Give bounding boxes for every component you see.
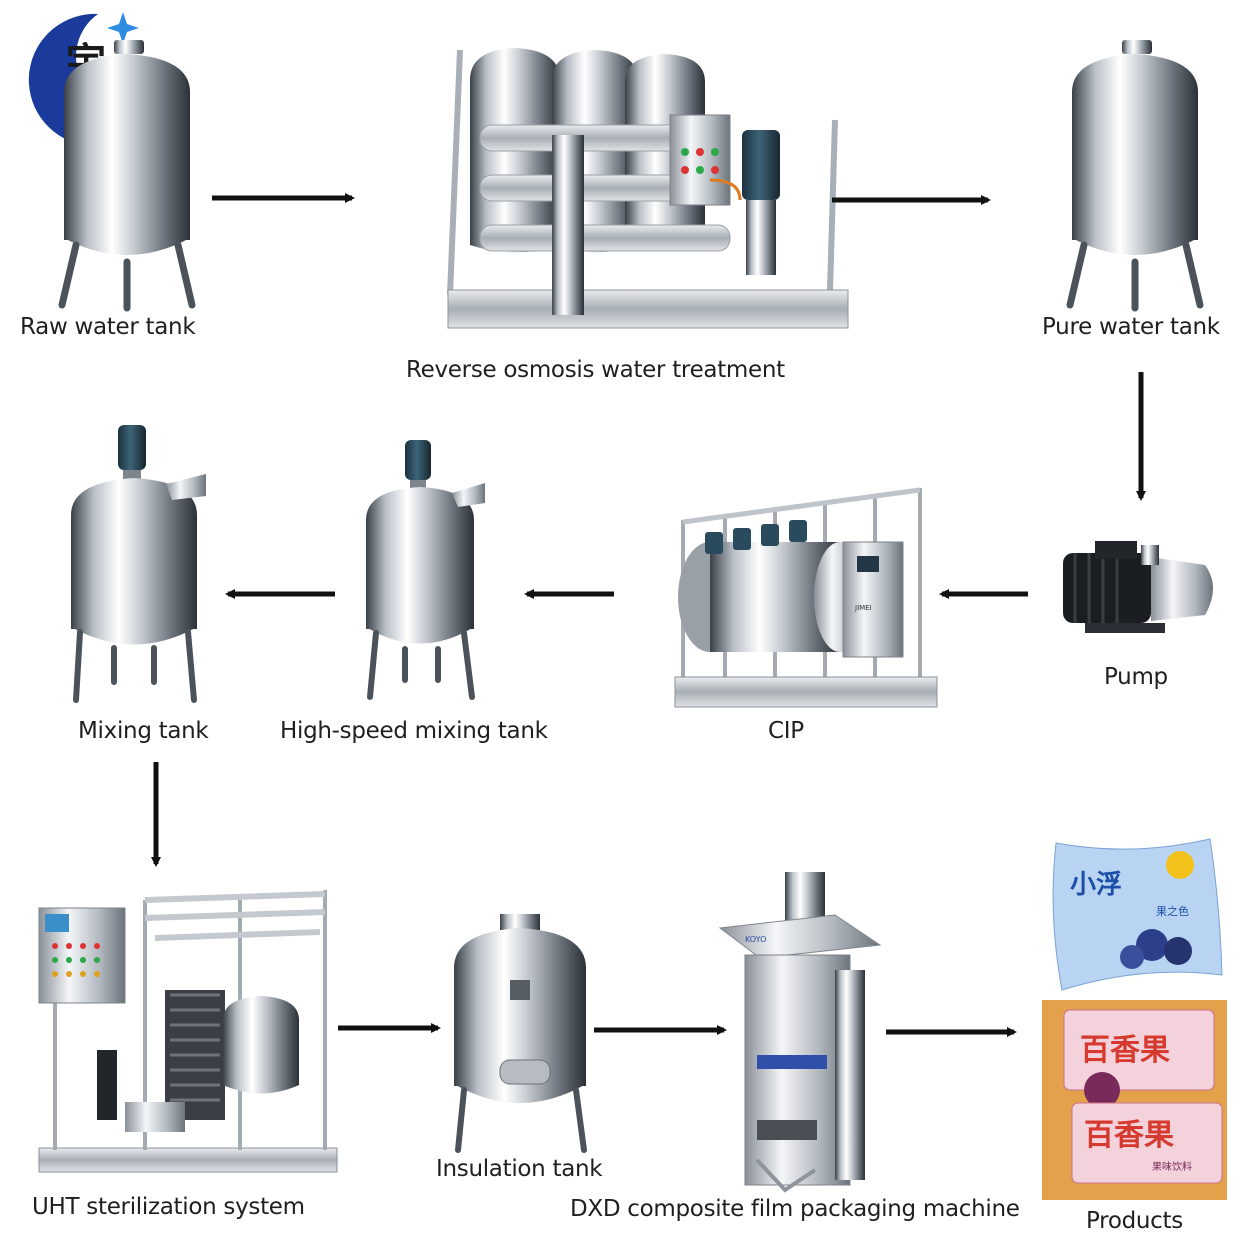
packaging-machine-node: KOYO bbox=[715, 870, 885, 1193]
pack2-name-text-2: 百香果 bbox=[1084, 1118, 1174, 1153]
cip-node: JIMEI bbox=[665, 482, 940, 720]
pack2-name-text: 百香果 bbox=[1080, 1033, 1170, 1068]
reverse-osmosis-illustration bbox=[447, 48, 849, 329]
packer-brand-text: KOYO bbox=[745, 935, 766, 944]
mixing-tank-label: Mixing tank bbox=[78, 718, 209, 744]
high-speed-mixing-tank-illustration bbox=[366, 440, 485, 700]
high-speed-mixing-tank-node bbox=[360, 435, 495, 705]
cip-illustration: JIMEI bbox=[674, 487, 938, 708]
raw-water-tank-node bbox=[52, 40, 202, 315]
products-node: 小浮 果之色 百香果 百香果 果味饮料 bbox=[1042, 835, 1227, 1200]
uht-illustration bbox=[38, 890, 338, 1173]
pure-water-tank-label: Pure water tank bbox=[1042, 314, 1220, 340]
pump-node bbox=[1055, 535, 1225, 645]
insulation-tank-label: Insulation tank bbox=[436, 1156, 603, 1182]
products-label: Products bbox=[1086, 1208, 1183, 1234]
reverse-osmosis-node bbox=[440, 40, 850, 340]
raw-water-tank-illustration bbox=[58, 40, 196, 312]
uht-node bbox=[35, 880, 340, 1180]
mixing-tank-node bbox=[66, 420, 216, 705]
high-speed-mixing-tank-label: High-speed mixing tank bbox=[280, 718, 548, 744]
insulation-tank-illustration bbox=[454, 914, 587, 1153]
packaging-machine-illustration: KOYO bbox=[718, 872, 882, 1193]
cip-label: CIP bbox=[768, 718, 804, 744]
pack1-tag-text: 果之色 bbox=[1156, 904, 1189, 918]
star-icon bbox=[107, 12, 139, 44]
pump-illustration bbox=[1063, 541, 1213, 633]
pure-water-tank-illustration bbox=[1066, 40, 1204, 312]
reverse-osmosis-label: Reverse osmosis water treatment bbox=[406, 357, 785, 383]
packaging-machine-label: DXD composite film packaging machine bbox=[570, 1196, 1020, 1222]
pure-water-tank-node bbox=[1060, 40, 1210, 315]
insulation-tank-node bbox=[440, 910, 600, 1160]
products-illustration: 小浮 果之色 百香果 百香果 果味饮料 bbox=[1042, 838, 1227, 1200]
uht-label: UHT sterilization system bbox=[32, 1194, 305, 1220]
cip-plate-text: JIMEI bbox=[854, 604, 872, 612]
pump-label: Pump bbox=[1104, 664, 1168, 690]
pack1-brand-text: 小浮 bbox=[1070, 870, 1122, 900]
raw-water-tank-label: Raw water tank bbox=[20, 314, 196, 340]
pack2-sub-text: 果味饮料 bbox=[1152, 1160, 1192, 1173]
mixing-tank-illustration bbox=[71, 425, 206, 703]
